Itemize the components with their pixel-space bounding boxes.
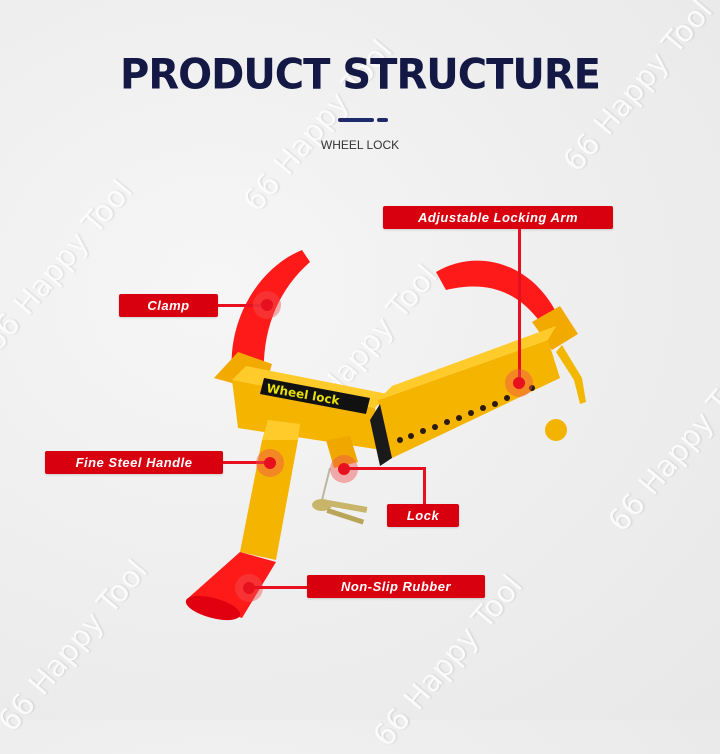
- callout-adjustable-locking-arm: Adjustable Locking Arm: [383, 206, 613, 229]
- page-title: PRODUCT STRUCTURE: [120, 50, 601, 100]
- callout-clamp: Clamp: [119, 294, 218, 317]
- callout-line: [249, 586, 307, 589]
- page-subtitle: WHEEL LOCK: [320, 138, 400, 152]
- callout-marker: [505, 369, 533, 397]
- title-underline-short: [377, 118, 388, 122]
- callout-marker: [256, 449, 284, 477]
- callout-line: [518, 229, 521, 381]
- wheel-lock-illustration: Wheel lock: [185, 250, 586, 621]
- callout-line: [223, 461, 271, 464]
- title-underline-long: [338, 118, 374, 122]
- keys: [312, 467, 368, 525]
- callout-non-slip-rubber: Non-Slip Rubber: [307, 575, 485, 598]
- callout-line: [423, 467, 426, 504]
- callout-line: [218, 304, 268, 307]
- callout-lock: Lock: [387, 504, 459, 527]
- callout-fine-steel-handle: Fine Steel Handle: [45, 451, 223, 474]
- callout-line: [344, 467, 426, 470]
- callout-marker: [253, 291, 281, 319]
